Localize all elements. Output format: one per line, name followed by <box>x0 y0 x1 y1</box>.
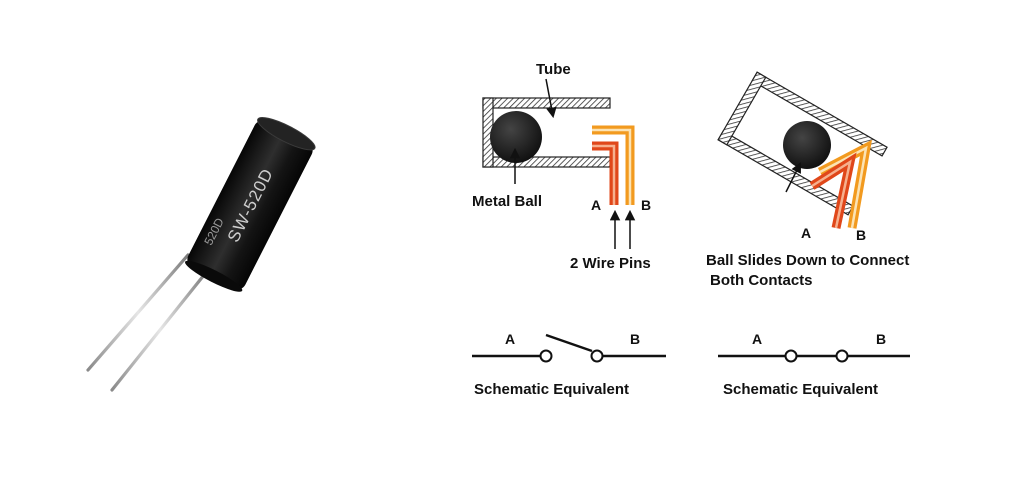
tilted-ball-arrow <box>785 162 801 193</box>
schematic-open-pin-a: A <box>505 331 515 347</box>
schematic-open-contact-left <box>539 349 553 363</box>
wire-pins <box>592 125 635 205</box>
schematic-open-caption: Schematic Equivalent <box>474 381 629 398</box>
schematic-closed-contact-right <box>835 349 849 363</box>
pin-b-label: B <box>641 197 651 213</box>
component-leg-right <box>110 268 210 392</box>
schematic-closed-switch: A B Schematic Equivalent <box>718 331 910 398</box>
schematic-closed-pin-b: B <box>876 331 886 347</box>
tilted-tube-outline <box>717 71 888 216</box>
tube-label: Tube <box>536 61 571 78</box>
schematic-open-contact-right <box>590 349 604 363</box>
tilted-wire-pins <box>809 139 873 229</box>
tilted-caption-line2: Both Contacts <box>710 272 813 289</box>
tilted-caption-line1: Ball Slides Down to Connect <box>706 252 909 269</box>
metal-ball <box>490 111 542 163</box>
schematic-open-pin-b: B <box>630 331 640 347</box>
component-leg-left <box>86 253 190 372</box>
upright-switch-diagram: Tube Metal Ball A B 2 Wire Pins <box>472 61 651 272</box>
pin-a-label: A <box>591 197 601 213</box>
tilted-switch-diagram: A B Ball Slides Down to Connect Both Con… <box>706 71 909 289</box>
tilted-pin-a-label: A <box>801 225 811 241</box>
schematic-closed-contact-left <box>784 349 798 363</box>
component-body: SW-520D 520D <box>185 117 316 292</box>
tilt-switch-component: SW-520D 520D <box>86 117 316 392</box>
tilted-metal-ball <box>783 121 831 169</box>
schematic-closed-caption: Schematic Equivalent <box>723 381 878 398</box>
tilted-pin-b-label: B <box>856 227 866 243</box>
tube-pointer-arrow <box>545 78 557 119</box>
schematic-open-lever <box>545 333 593 353</box>
wire-pins-label: 2 Wire Pins <box>570 255 651 272</box>
schematic-open-switch: A B Schematic Equivalent <box>472 331 666 398</box>
metal-ball-label: Metal Ball <box>472 193 542 210</box>
schematic-closed-pin-a: A <box>752 331 762 347</box>
